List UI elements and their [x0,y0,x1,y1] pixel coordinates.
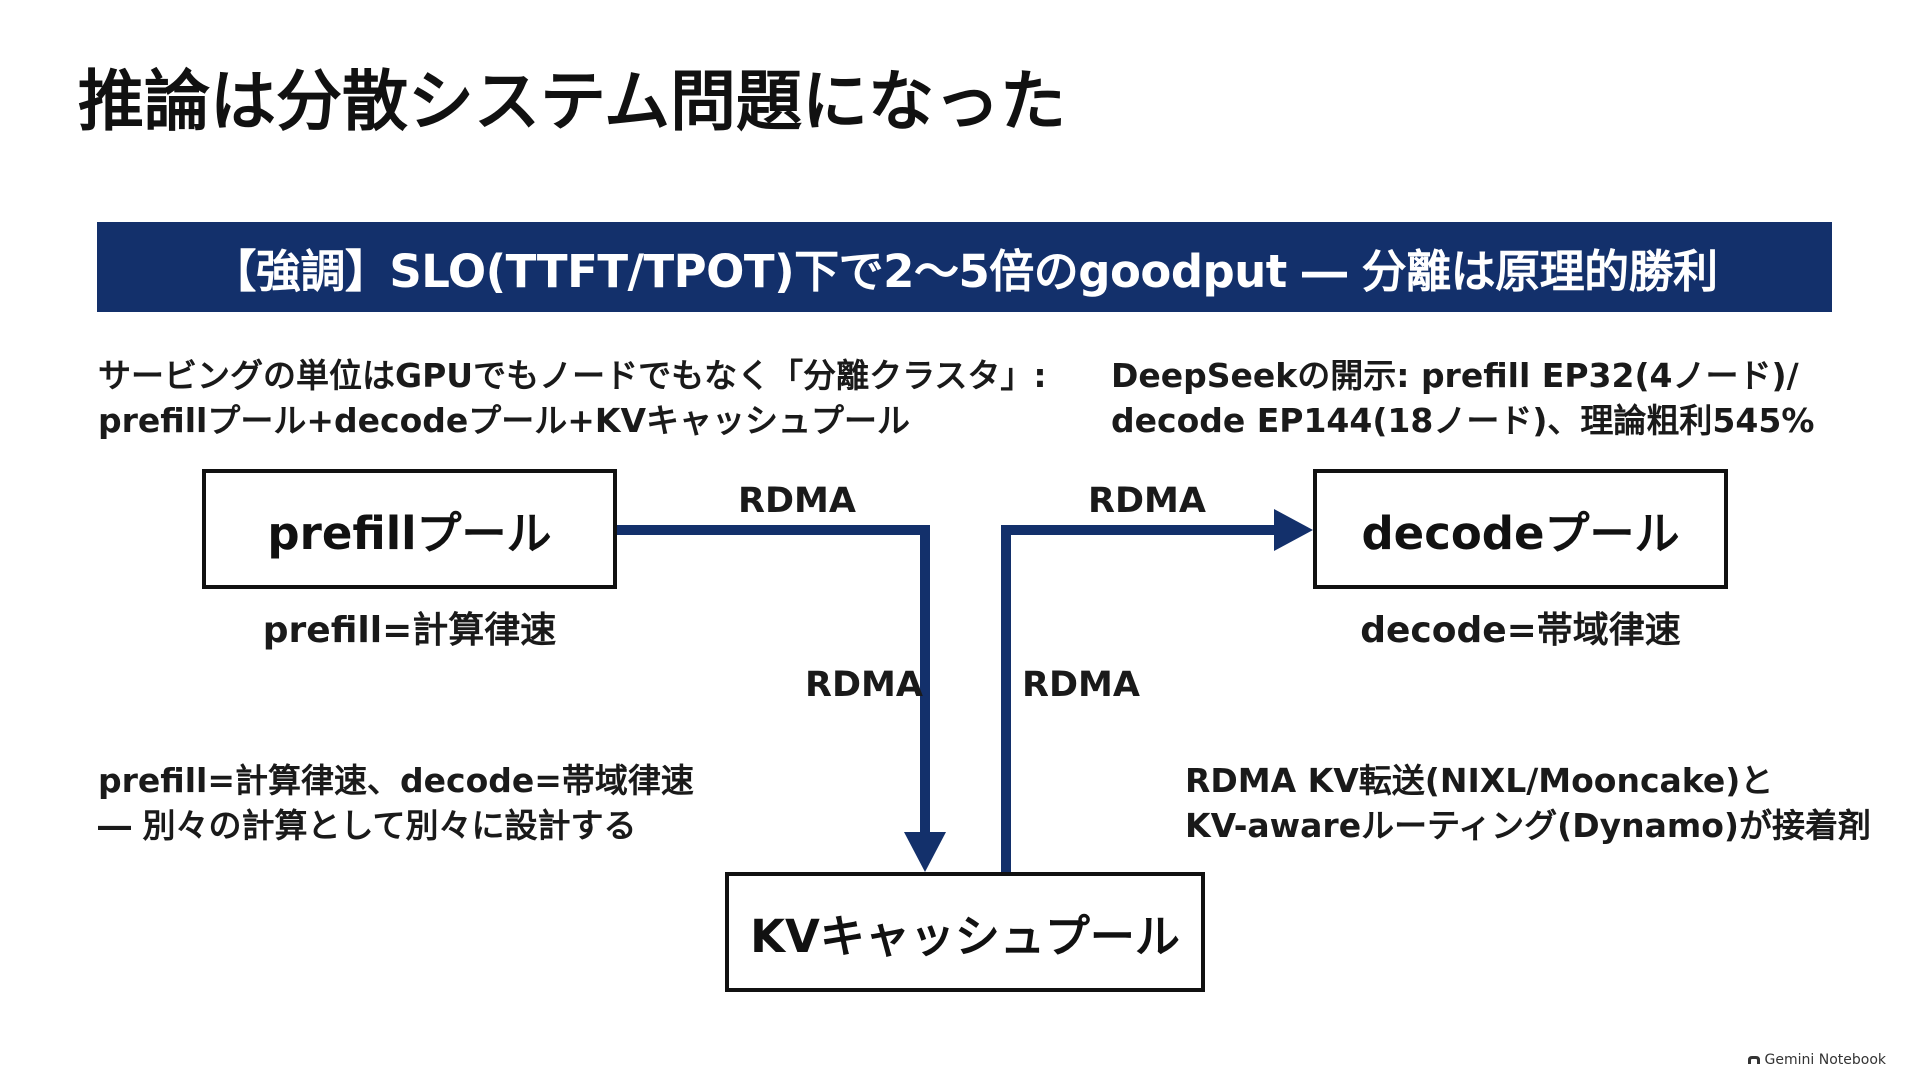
footer-text: Gemini Notebook [1764,1052,1886,1068]
note-serving-unit-line-2: prefillプール+decodeプール+KVキャッシュプール [98,401,911,440]
kv-cache-pool-box: KVキャッシュプール [725,872,1205,992]
note-design-separately-line-2: ― 別々の計算として別々に設計する [98,806,637,845]
arrow-kv-to-decode [1001,525,1280,872]
arrow-prefill-to-kv-head [904,832,946,872]
note-glue: RDMA KV転送(NIXL/Mooncake)と KV-awareルーティング… [1185,758,1871,848]
gemini-notebook-logo-icon [1747,1056,1760,1064]
note-deepseek: DeepSeekの開示: prefill EP32(4ノード)/ decode … [1111,353,1814,443]
rdma-label-decode-top: RDMA [1088,481,1206,521]
rdma-label-prefill-side: RDMA [805,665,923,705]
note-glue-line-2: KV-awareルーティング(Dynamo)が接着剤 [1185,806,1871,845]
note-deepseek-line-1: DeepSeekの開示: prefill EP32(4ノード)/ [1111,356,1799,395]
note-deepseek-line-2: decode EP144(18ノード)、理論粗利545% [1111,401,1815,440]
emphasis-banner: 【強調】SLO(TTFT/TPOT)下で2〜5倍のgoodput ― 分離は原理… [97,222,1832,312]
decode-pool-box: decodeプール [1313,469,1728,589]
prefill-caption: prefill=計算律速 [262,610,557,651]
decode-caption: decode=帯域律速 [1360,610,1681,651]
note-glue-line-1: RDMA KV転送(NIXL/Mooncake)と [1185,761,1774,800]
footer-watermark: Gemini Notebook [1747,1052,1886,1068]
arrow-prefill-to-kv [617,525,930,838]
arrow-kv-to-decode-head [1274,509,1313,551]
rdma-label-prefill-top: RDMA [738,481,856,521]
prefill-pool-box: prefillプール [202,469,617,589]
note-serving-unit-line-1: サービングの単位はGPUでもノードでもなく「分離クラスタ」: [98,356,1047,395]
note-serving-unit: サービングの単位はGPUでもノードでもなく「分離クラスタ」: prefillプー… [98,353,1047,443]
slide-title: 推論は分散システム問題になった [78,63,1067,140]
note-design-separately: prefill=計算律速、decode=帯域律速 ― 別々の計算として別々に設計… [98,758,694,848]
rdma-label-decode-side: RDMA [1022,665,1140,705]
note-design-separately-line-1: prefill=計算律速、decode=帯域律速 [98,761,694,800]
